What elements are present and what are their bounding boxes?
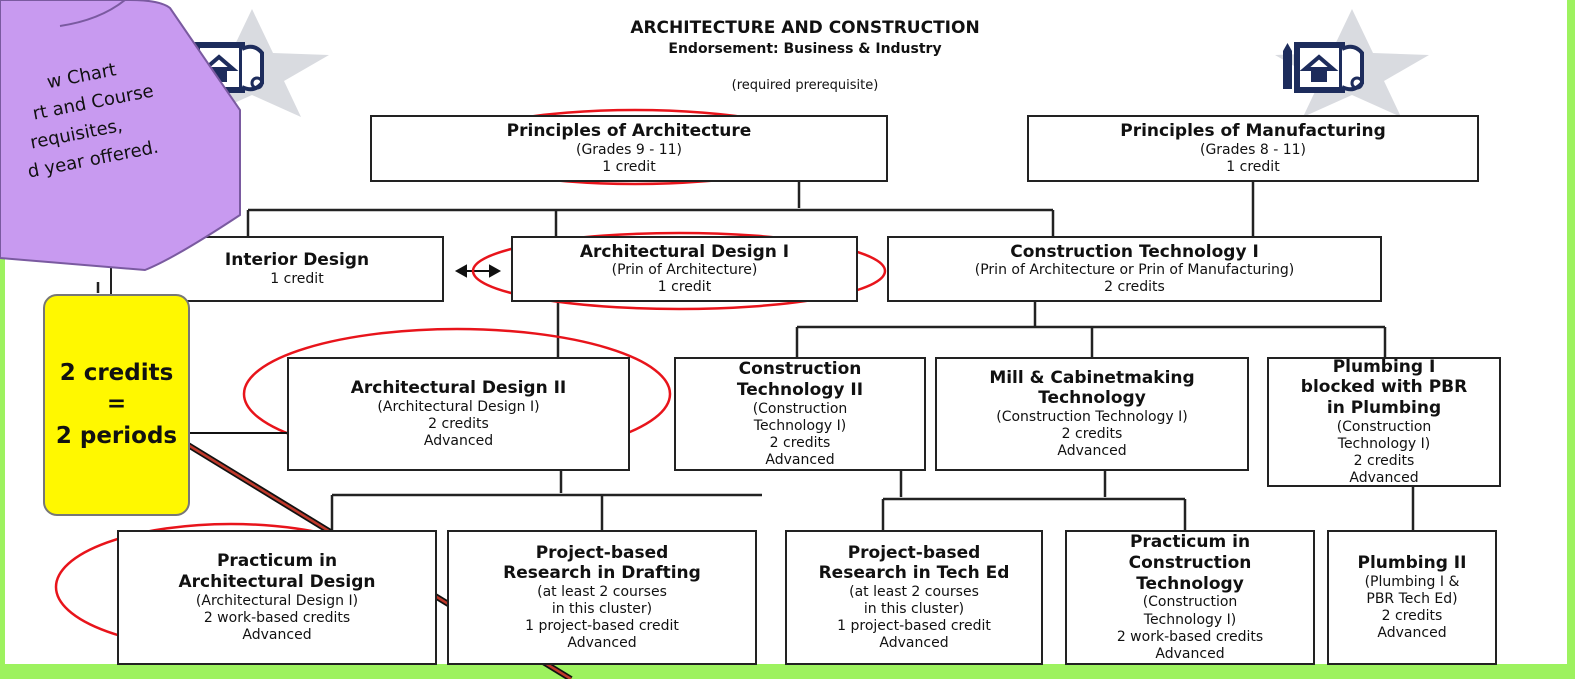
- course-prereq-line-2: in this cluster): [863, 601, 965, 618]
- course-title-line-1: Project-based: [847, 542, 981, 563]
- callout-line-2: =: [106, 391, 127, 418]
- course-architectural-design-1: Architectural Design I (Prin of Architec…: [511, 236, 858, 302]
- course-title-line-2: Construction: [1128, 552, 1252, 573]
- course-level: Advanced: [1057, 443, 1127, 460]
- course-prereq: (Construction Technology I): [996, 409, 1188, 426]
- course-prereq-line-1: (Construction: [1142, 594, 1238, 611]
- course-credits: 1 project-based credit: [525, 618, 679, 635]
- course-mill-cabinetmaking-technology: Mill & Cabinetmaking Technology (Constru…: [935, 357, 1249, 471]
- course-project-based-research-tech-ed: Project-based Research in Tech Ed (at le…: [785, 530, 1043, 665]
- course-title-line-2: Research in Drafting: [503, 563, 701, 584]
- course-prereq-line-1: (Construction: [752, 400, 848, 417]
- page-title: ARCHITECTURE AND CONSTRUCTION: [630, 18, 980, 38]
- course-credits: 1 credit: [1226, 158, 1280, 175]
- course-title-line-2: blocked with PBR: [1300, 377, 1468, 398]
- course-construction-technology-2: Construction Technology II (Construction…: [674, 357, 926, 471]
- sticky-note-shape: [0, 0, 241, 272]
- course-level: Advanced: [1349, 470, 1419, 487]
- course-credits: 1 credit: [602, 158, 656, 175]
- prerequisite-legend: (required prerequisite): [731, 78, 879, 93]
- course-title: Construction Technology I: [1010, 241, 1259, 262]
- course-title-line-2: Technology: [1038, 388, 1146, 409]
- course-title-line-3: in Plumbing: [1326, 398, 1442, 419]
- course-principles-of-manufacturing: Principles of Manufacturing (Grades 8 - …: [1027, 115, 1479, 182]
- course-title-line-1: Practicum in: [1129, 532, 1251, 553]
- course-credits: 1 project-based credit: [837, 618, 991, 635]
- course-prereq-line-1: (at least 2 courses: [537, 584, 667, 601]
- course-credits: 1 credit: [270, 270, 324, 287]
- course-practicum-architectural-design: Practicum in Architectural Design (Archi…: [117, 530, 437, 665]
- course-prereq: (Prin of Architecture): [611, 262, 758, 279]
- course-title-line-1: Mill & Cabinetmaking: [989, 367, 1195, 388]
- course-prereq-line-1: (Plumbing I &: [1364, 573, 1460, 590]
- course-prereq-line-1: (Construction: [1336, 418, 1432, 435]
- chart-canvas: ARCHITECTURE AND CONSTRUCTION Endorsemen…: [5, 0, 1567, 679]
- course-prereq: (Architectural Design I): [195, 592, 359, 609]
- course-credits: 2 credits: [1381, 607, 1443, 624]
- course-credits: 2 work-based credits: [1116, 628, 1264, 645]
- course-architectural-design-2: Architectural Design II (Architectural D…: [287, 357, 630, 471]
- course-title-line-2: Architectural Design: [178, 571, 376, 592]
- course-principles-of-architecture: Principles of Architecture (Grades 9 - 1…: [370, 115, 888, 182]
- course-title-line-1: Plumbing I: [1332, 356, 1436, 377]
- course-prereq: (Grades 8 - 11): [1199, 141, 1307, 158]
- course-credits: 2 credits: [428, 415, 489, 432]
- callout-line-1: 2 credits: [59, 360, 174, 387]
- course-level: Advanced: [423, 432, 494, 449]
- course-plumbing-1: Plumbing I blocked with PBR in Plumbing …: [1267, 357, 1501, 487]
- course-credits: 2 credits: [1061, 426, 1123, 443]
- course-prereq-line-2: Technology I): [1143, 611, 1237, 628]
- course-prereq-line-2: PBR Tech Ed): [1366, 590, 1458, 607]
- course-title-line-2: Research in Tech Ed: [818, 563, 1010, 584]
- course-title: Architectural Design I: [579, 241, 790, 262]
- course-title: Architectural Design II: [350, 378, 567, 399]
- course-practicum-construction-technology: Practicum in Construction Technology (Co…: [1065, 530, 1315, 665]
- course-credits: 2 credits: [1104, 279, 1165, 296]
- course-prereq: (Architectural Design I): [377, 398, 540, 415]
- course-level: Advanced: [879, 635, 949, 652]
- course-level: Advanced: [1377, 624, 1447, 641]
- course-title: Plumbing II: [1357, 552, 1467, 573]
- course-title: Principles of Manufacturing: [1120, 121, 1386, 142]
- course-title-line-1: Construction: [738, 359, 862, 380]
- course-prereq-line-2: Technology I): [753, 417, 847, 434]
- course-title-line-1: Project-based: [535, 542, 669, 563]
- course-plumbing-2: Plumbing II (Plumbing I & PBR Tech Ed) 2…: [1327, 530, 1497, 665]
- course-credits: 2 credits: [769, 434, 831, 451]
- course-title-line-1: Practicum in: [216, 551, 338, 572]
- credits-callout: 2 credits = 2 periods: [43, 294, 190, 516]
- course-level: Advanced: [1155, 645, 1225, 662]
- course-credits: 1 credit: [657, 279, 712, 296]
- course-project-based-research-drafting: Project-based Research in Drafting (at l…: [447, 530, 757, 665]
- page-subtitle: Endorsement: Business & Industry: [668, 41, 942, 57]
- course-level: Advanced: [765, 451, 835, 468]
- course-prereq: (Prin of Architecture or Prin of Manufac…: [974, 262, 1295, 279]
- course-title: Principles of Architecture: [506, 121, 752, 142]
- course-prereq: (Grades 9 - 11): [575, 141, 683, 158]
- course-prereq-line-2: in this cluster): [551, 601, 653, 618]
- callout-line-3: 2 periods: [55, 422, 178, 449]
- course-construction-technology-1: Construction Technology I (Prin of Archi…: [887, 236, 1382, 302]
- course-title: Interior Design: [224, 250, 370, 271]
- course-prereq-line-1: (at least 2 courses: [849, 584, 979, 601]
- course-level: Advanced: [242, 626, 312, 643]
- course-title-line-3: Technology: [1136, 573, 1244, 594]
- course-title-line-2: Technology II: [736, 379, 864, 400]
- architecture-logo-icon: [1275, 9, 1429, 117]
- course-level: Advanced: [567, 635, 637, 652]
- course-prereq-line-2: Technology I): [1337, 436, 1431, 453]
- course-credits: 2 credits: [1353, 453, 1415, 470]
- course-credits: 2 work-based credits: [203, 609, 351, 626]
